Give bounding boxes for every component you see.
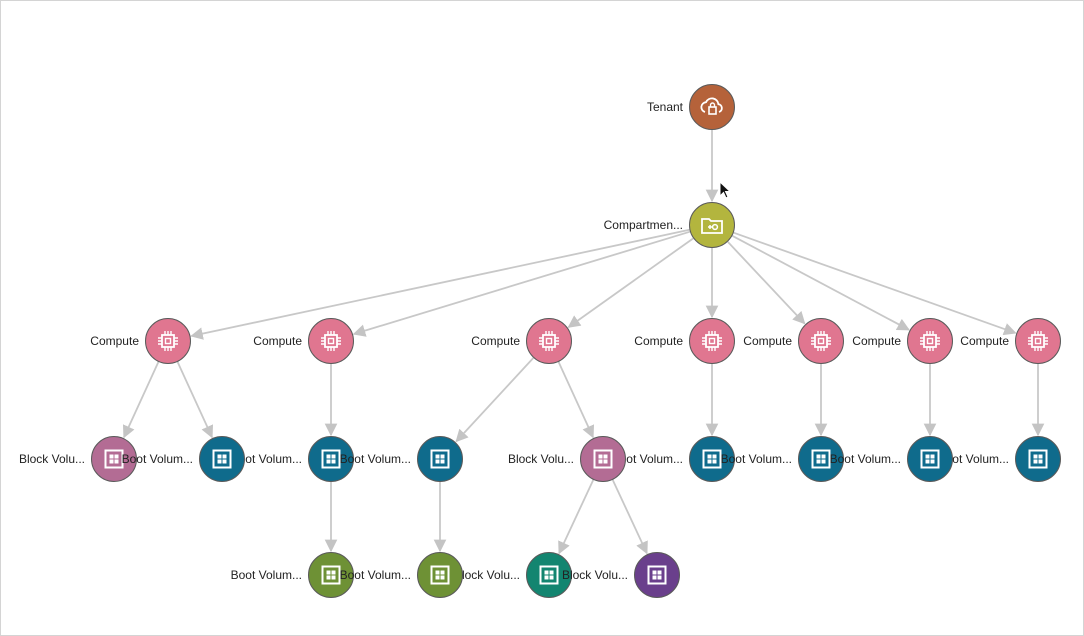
boot-volume-node[interactable] xyxy=(308,436,354,482)
block-volume-node[interactable] xyxy=(91,436,137,482)
boot-volume-label: Boot Volum... xyxy=(339,568,411,582)
compute-label: Compute xyxy=(90,334,139,348)
edge-compartment-compute_5 xyxy=(727,241,806,325)
boot-volume-label: ot Volum... xyxy=(952,452,1009,466)
volume-icon xyxy=(539,565,559,585)
edge-compartment-compute_3 xyxy=(567,237,694,328)
volume-icon xyxy=(321,449,341,469)
boot-volume-node[interactable] xyxy=(417,552,463,598)
compute-node[interactable] xyxy=(798,318,844,364)
boot-volume-label: Boot Volum... xyxy=(339,452,411,466)
compartment-label: Compartmen... xyxy=(603,218,683,232)
compute-label: Compute xyxy=(253,334,302,348)
compute-node[interactable] xyxy=(689,318,735,364)
volume-icon xyxy=(430,449,450,469)
edge-compartment-compute_7 xyxy=(733,231,1017,336)
edge-compute_3-vol_4 xyxy=(455,357,535,443)
edge-vol_5-vol_14 xyxy=(611,479,648,555)
chip-icon xyxy=(702,331,722,351)
edge-compute_1-vol_2 xyxy=(176,361,214,439)
compute-node[interactable] xyxy=(526,318,572,364)
volume-icon xyxy=(321,565,341,585)
block-volume-node[interactable] xyxy=(634,552,680,598)
chip-icon xyxy=(811,331,831,351)
chip-icon xyxy=(1028,331,1048,351)
volume-icon xyxy=(811,449,831,469)
tenant-label: Tenant xyxy=(646,100,683,114)
edge-compartment-compute_6 xyxy=(731,235,910,331)
compute-node[interactable] xyxy=(308,318,354,364)
block-volume-node[interactable] xyxy=(526,552,572,598)
chip-icon xyxy=(920,331,940,351)
volume-icon xyxy=(430,565,450,585)
tenant-node[interactable] xyxy=(689,84,735,130)
block-volume-node[interactable] xyxy=(580,436,626,482)
chip-icon xyxy=(539,331,559,351)
compute-label: Compute xyxy=(634,334,683,348)
chip-icon xyxy=(321,331,341,351)
volume-icon xyxy=(920,449,940,469)
boot-volume-label: ot Volum... xyxy=(245,452,302,466)
boot-volume-node[interactable] xyxy=(798,436,844,482)
boot-volume-node[interactable] xyxy=(199,436,245,482)
compute-label: Compute xyxy=(743,334,792,348)
chip-icon xyxy=(158,331,178,351)
edge-compute_3-vol_5 xyxy=(557,361,595,439)
volume-icon xyxy=(104,449,124,469)
cloud-lock-icon xyxy=(700,97,723,115)
mouse-cursor-icon xyxy=(719,181,731,199)
edge-compartment-compute_2 xyxy=(352,230,691,337)
volume-icon xyxy=(702,449,722,469)
boot-volume-node[interactable] xyxy=(417,436,463,482)
volume-icon xyxy=(212,449,232,469)
compute-node[interactable] xyxy=(1015,318,1061,364)
boot-volume-node[interactable] xyxy=(907,436,953,482)
boot-volume-node[interactable] xyxy=(689,436,735,482)
block-volume-label: Block Volu... xyxy=(18,452,85,466)
volume-icon xyxy=(1028,449,1048,469)
boot-volume-label: Boot Volum... xyxy=(230,568,302,582)
volume-icon xyxy=(647,565,667,585)
boot-volume-node[interactable] xyxy=(1015,436,1061,482)
compute-node[interactable] xyxy=(145,318,191,364)
boot-volume-label: Boot Volum... xyxy=(121,452,193,466)
compartment-node[interactable] xyxy=(689,202,735,248)
block-volume-label: Block Volu... xyxy=(561,568,628,582)
compute-label: Compute xyxy=(960,334,1009,348)
folder-settings-icon xyxy=(701,218,723,234)
edge-compartment-compute_1 xyxy=(190,228,690,340)
boot-volume-label: Boot Volum... xyxy=(720,452,792,466)
compute-label: Compute xyxy=(852,334,901,348)
volume-icon xyxy=(593,449,613,469)
block-volume-label: Block Volu... xyxy=(507,452,574,466)
edge-compute_1-vol_1 xyxy=(122,361,160,439)
block-volume-label: lock Volu... xyxy=(461,568,520,582)
compute-label: Compute xyxy=(471,334,520,348)
boot-volume-node[interactable] xyxy=(308,552,354,598)
boot-volume-label: Boot Volum... xyxy=(829,452,901,466)
edge-vol_5-vol_13 xyxy=(558,479,595,555)
compute-node[interactable] xyxy=(907,318,953,364)
boot-volume-label: ot Volum... xyxy=(626,452,683,466)
